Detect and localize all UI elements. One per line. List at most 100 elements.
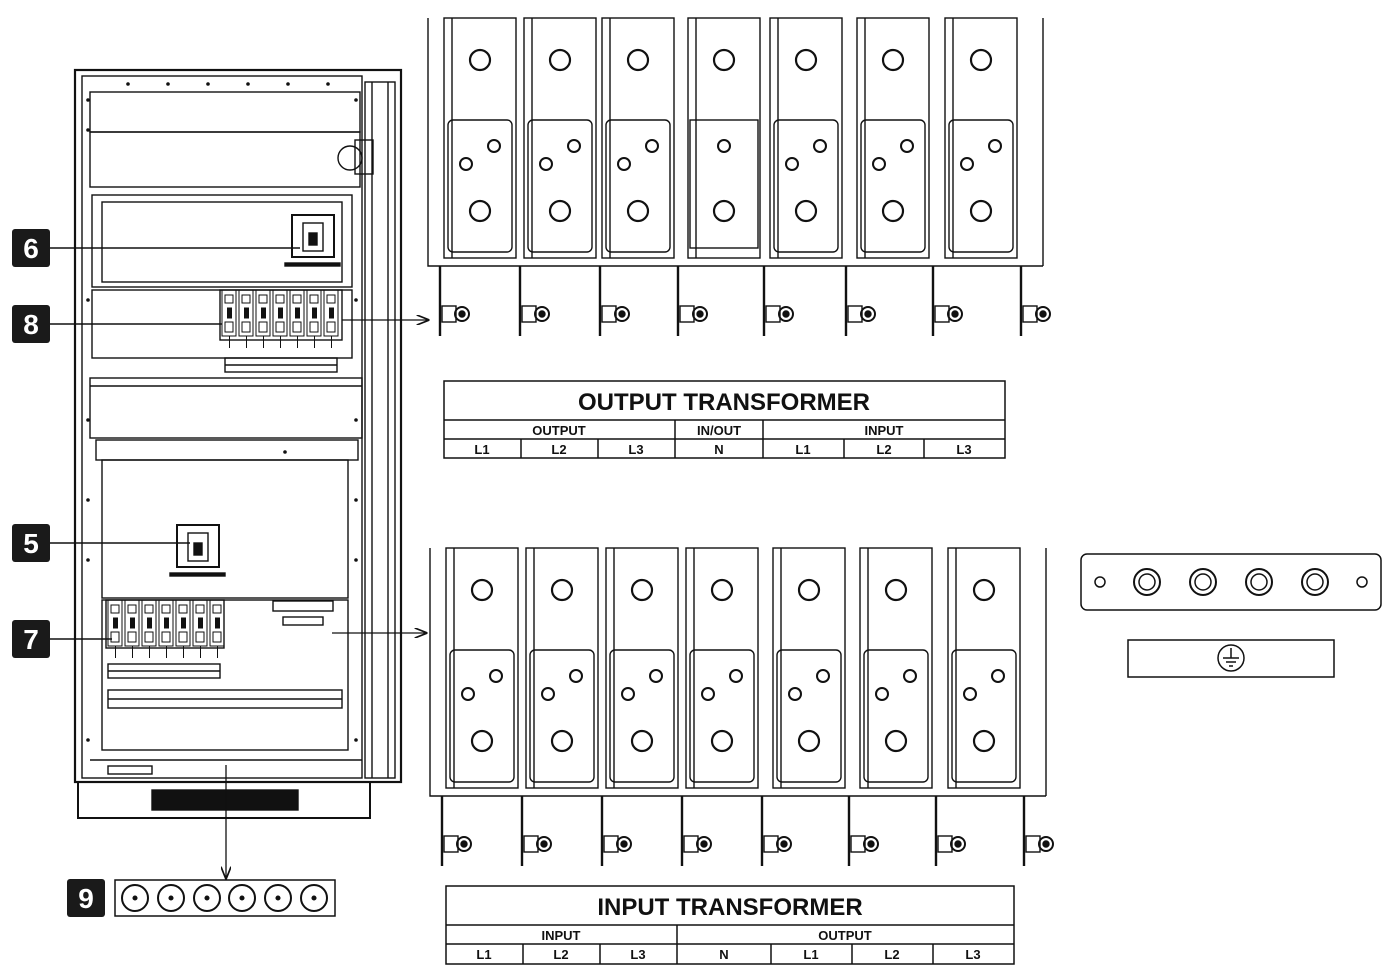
lug-bolt bbox=[947, 306, 963, 322]
bolt-hole bbox=[972, 729, 996, 753]
cable-lug bbox=[931, 266, 963, 336]
mount-plate bbox=[863, 649, 929, 783]
rivet bbox=[206, 82, 210, 86]
lug-bolt-center bbox=[867, 840, 875, 848]
breaker-bottom bbox=[326, 321, 336, 333]
rivet bbox=[354, 418, 358, 422]
cable-lug bbox=[520, 796, 552, 866]
bolt-hole bbox=[626, 48, 650, 72]
small-hole bbox=[988, 139, 1002, 153]
breaker-bottom bbox=[275, 321, 285, 333]
breaker-toggle bbox=[312, 307, 317, 319]
busbar-body bbox=[523, 17, 597, 259]
cabinet-rivets bbox=[86, 82, 358, 742]
busbar-body bbox=[856, 17, 930, 259]
mount-plate bbox=[951, 649, 1017, 783]
rivet bbox=[86, 558, 90, 562]
lug-bolt-center bbox=[780, 840, 788, 848]
bolt-hole bbox=[797, 729, 821, 753]
small-hole bbox=[541, 687, 555, 701]
terminal-dot bbox=[239, 895, 245, 901]
ground-bar-studs bbox=[1133, 568, 1329, 596]
cable-lug bbox=[762, 266, 794, 336]
lug-clamp bbox=[934, 305, 950, 323]
bolt-hole bbox=[797, 578, 821, 602]
lug-bolt bbox=[454, 306, 470, 322]
breaker-bottom bbox=[258, 321, 268, 333]
breaker-toggle bbox=[295, 307, 300, 319]
terminal-label: L2 bbox=[551, 442, 566, 457]
callout-8: 8 bbox=[12, 305, 222, 343]
bolt-hole bbox=[550, 729, 574, 753]
bolt-hole bbox=[630, 578, 654, 602]
breaker-bottom bbox=[212, 631, 222, 643]
breaker-top bbox=[275, 294, 285, 304]
lug-bolt-center bbox=[696, 310, 704, 318]
lug-bolt-center bbox=[864, 310, 872, 318]
small-hole bbox=[567, 139, 581, 153]
ground-bar bbox=[1080, 553, 1382, 678]
lug-bolt-center bbox=[458, 310, 466, 318]
callout-5-badge bbox=[12, 524, 50, 562]
lug-bolt bbox=[614, 306, 630, 322]
callout-5: 5 bbox=[12, 524, 190, 562]
small-hole bbox=[813, 139, 827, 153]
terminal-label: L1 bbox=[803, 947, 818, 962]
small-hole bbox=[788, 687, 802, 701]
small-hole bbox=[645, 139, 659, 153]
rivet bbox=[126, 82, 130, 86]
terminal-label: L3 bbox=[965, 947, 980, 962]
terminal-circle bbox=[121, 884, 149, 912]
busbar bbox=[687, 17, 761, 259]
breaker-toggle bbox=[244, 307, 249, 319]
lug-bolt bbox=[1038, 836, 1054, 852]
breaker-bottom bbox=[309, 321, 319, 333]
bolt-hole bbox=[710, 578, 734, 602]
breaker-row-7 bbox=[107, 599, 225, 658]
lug-bolt bbox=[616, 836, 632, 852]
breaker-top bbox=[241, 294, 251, 304]
input-transformer-table: INPUT TRANSFORMER INPUT OUTPUT L1 L2 L3 … bbox=[445, 885, 1015, 965]
breaker-toggle bbox=[261, 307, 266, 319]
earth-ground-icon bbox=[1217, 644, 1245, 672]
busbar-body bbox=[601, 17, 675, 259]
busbar bbox=[769, 17, 843, 259]
busbar bbox=[859, 547, 933, 789]
output-transformer-title: OUTPUT TRANSFORMER bbox=[578, 389, 870, 416]
lug-bolt bbox=[860, 306, 876, 322]
breaker-toggle bbox=[329, 307, 334, 319]
terminal-strip-9 bbox=[114, 879, 336, 917]
callout-5-label: 5 bbox=[23, 528, 39, 559]
bolt-hole bbox=[548, 199, 572, 223]
terminal-label: L2 bbox=[884, 947, 899, 962]
rivet bbox=[86, 128, 90, 132]
cable-lug bbox=[600, 796, 632, 866]
terminal-dot bbox=[132, 895, 138, 901]
small-hole bbox=[729, 669, 743, 683]
small-hole bbox=[785, 157, 799, 171]
breaker-bottom bbox=[224, 321, 234, 333]
busbar-body bbox=[445, 547, 519, 789]
bolt-hole bbox=[884, 729, 908, 753]
terminal-circle bbox=[193, 884, 221, 912]
mount-plate bbox=[689, 649, 755, 783]
rivet bbox=[354, 558, 358, 562]
lug-clamp bbox=[1022, 305, 1038, 323]
busbar bbox=[685, 547, 759, 789]
small-hole bbox=[539, 157, 553, 171]
input-transformer-title: INPUT TRANSFORMER bbox=[597, 894, 862, 921]
busbar bbox=[944, 17, 1018, 259]
terminal-circle bbox=[264, 884, 292, 912]
lug-bolt-center bbox=[700, 840, 708, 848]
cable-lug bbox=[598, 266, 630, 336]
breaker-row-8 bbox=[221, 289, 339, 348]
lug-clamp bbox=[765, 305, 781, 323]
busbar-body bbox=[687, 17, 761, 259]
small-hole bbox=[459, 157, 473, 171]
small-hole bbox=[872, 157, 886, 171]
bolt-hole bbox=[794, 199, 818, 223]
mount-plate bbox=[773, 119, 839, 253]
lug-bolt-center bbox=[538, 310, 546, 318]
callout-7-label: 7 bbox=[23, 624, 39, 655]
breaker bbox=[124, 599, 140, 658]
